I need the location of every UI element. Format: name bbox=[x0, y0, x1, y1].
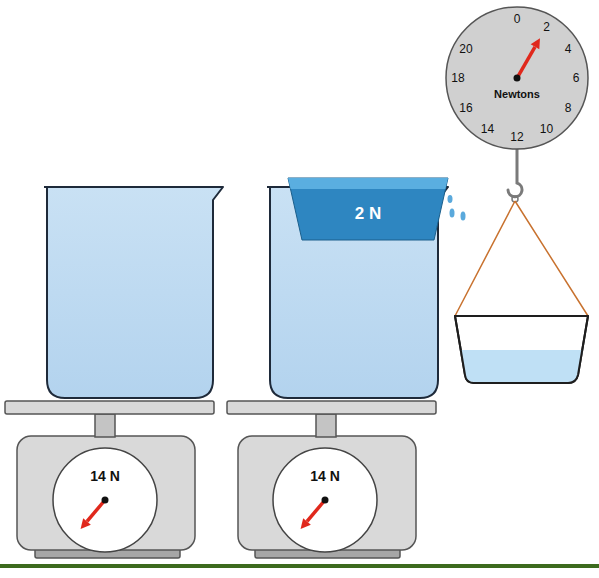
right-scale bbox=[227, 401, 436, 558]
pointer-head bbox=[301, 518, 311, 529]
scale-dial: 14 N bbox=[272, 447, 378, 553]
dial-number: 8 bbox=[565, 102, 572, 114]
bucket-water bbox=[460, 350, 583, 382]
dial-number: 20 bbox=[459, 43, 472, 55]
dial-number: 4 bbox=[565, 43, 572, 55]
pointer-needle bbox=[87, 500, 105, 521]
beaker bbox=[47, 187, 223, 398]
pointer-head bbox=[531, 38, 540, 49]
water-drop bbox=[450, 209, 455, 218]
pointer-pivot bbox=[514, 75, 521, 82]
pointer-pivot bbox=[102, 497, 109, 504]
dial-number: 2 bbox=[543, 21, 550, 33]
weight-label: 2 N bbox=[355, 205, 381, 222]
scale-platform bbox=[5, 401, 214, 414]
spring-scale-dial: 0 2 4 6 8 10 12 14 16 18 20Newtons bbox=[445, 6, 589, 150]
dial-number: 12 bbox=[510, 131, 523, 143]
block-top bbox=[288, 178, 448, 189]
scale-hook bbox=[508, 149, 522, 197]
water-drop bbox=[461, 212, 466, 221]
scale-dial: 14 N bbox=[52, 447, 158, 553]
scale-reading: 14 N bbox=[90, 469, 120, 483]
dial-face bbox=[53, 448, 157, 552]
scale-platform bbox=[227, 401, 436, 414]
dial-face bbox=[273, 448, 377, 552]
ground-line bbox=[0, 564, 599, 568]
block: 2 N bbox=[288, 177, 448, 241]
scale-reading: 14 N bbox=[310, 469, 340, 483]
pointer-needle bbox=[517, 47, 535, 78]
beaker-lip bbox=[267, 186, 273, 188]
pointer-pivot bbox=[322, 497, 329, 504]
spring-scale-dial-outline bbox=[445, 6, 589, 150]
pointer-needle bbox=[307, 500, 325, 521]
dial-face bbox=[446, 7, 588, 149]
dial-number: 16 bbox=[459, 102, 472, 114]
pointer-head bbox=[81, 518, 91, 529]
unit-label: Newtons bbox=[494, 89, 540, 100]
scale-dial-outline bbox=[272, 447, 378, 553]
dial-number: 6 bbox=[573, 72, 580, 84]
left-scale bbox=[5, 401, 214, 558]
bucket-outline bbox=[455, 316, 588, 383]
block-body bbox=[288, 178, 448, 240]
dial-number: 0 bbox=[514, 13, 521, 25]
beaker-lip bbox=[44, 186, 50, 188]
dial-number: 18 bbox=[451, 72, 464, 84]
scale-post bbox=[95, 414, 115, 437]
bucket bbox=[455, 316, 588, 383]
scale-post bbox=[316, 414, 336, 437]
bucket-string bbox=[455, 201, 588, 316]
dial-number: 14 bbox=[481, 123, 494, 135]
water-drop bbox=[448, 195, 453, 203]
scale-dial-outline bbox=[52, 447, 158, 553]
dial-number: 10 bbox=[540, 123, 553, 135]
